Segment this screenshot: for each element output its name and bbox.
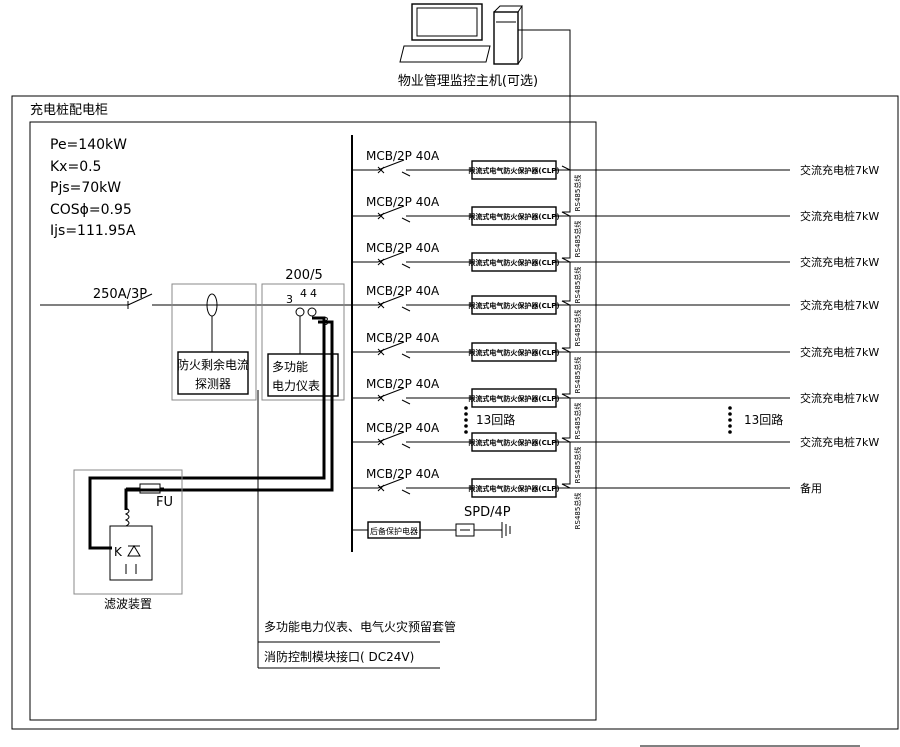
filter-title: 滤波装置 [104,597,152,611]
computer-tower [493,11,519,65]
param-kx: Kx=0.5 [50,159,101,175]
monitor-host-computer: 物业管理监控主机(可选) [398,3,571,170]
meter-label-line2: 电力仪表 [272,379,320,393]
breaker-trip-icon [401,217,411,223]
breaker-x-icon [377,348,385,356]
clp-protector-label: 限流式电气防火保护器(CLP) [468,166,559,175]
breaker-trip-icon [401,171,411,177]
param-pjs: Pjs=70kW [50,180,121,196]
ct-ratio-label: 200/5 [285,268,322,283]
clp-protector-label: 限流式电气防火保护器(CLP) [468,484,559,493]
branch-breaker-label: MCB/2P 40A [366,241,440,255]
branch-load-label: 交流充电桩7kW [800,163,879,177]
loop-indicator-left: 13回路 [464,406,515,434]
branch-load-label: 交流充电桩7kW [800,345,879,359]
breaker-x-icon [377,166,385,174]
breaker-trip-icon [401,399,411,405]
branch-breaker-label: MCB/2P 40A [366,149,440,163]
breaker-x-icon [377,212,385,220]
breaker-trip-icon [401,306,411,312]
clp-protector-label: 限流式电气防火保护器(CLP) [468,212,559,221]
filter-device: FU K 滤波装置 [73,469,183,611]
rs485-bus-label: RS485总线 [573,447,582,484]
cabinet-outer-frame [11,95,899,730]
rs485-bus-label: RS485总线 [573,310,582,347]
keyboard [399,45,491,63]
fuse-label: FU [156,495,173,510]
spd-label: SPD/4P [464,505,511,520]
param-cos: COSϕ=0.95 [50,202,132,218]
clp-protector-label: 限流式电气防火保护器(CLP) [468,258,559,267]
rs485-bus-label: RS485总线 [573,403,582,440]
breaker-x-icon [377,438,385,446]
filter-wire-1 [88,316,326,550]
cabinet-inner-frame [29,121,597,721]
main-breaker-label: 250A/3P [93,287,147,302]
branch-load-label: 交流充电桩7kW [800,435,879,449]
note-1: 多功能电力仪表、电气火灾预留套管 [264,619,456,634]
branch-load-label: 备用 [800,481,822,495]
breaker-x-icon [377,484,385,492]
ct-terminal-4b: 4 [310,287,317,300]
loop-count-right: 13回路 [744,412,783,427]
filter-k-label: K [114,545,123,559]
surge-protection: 后备保护电器 SPD/4P [352,505,511,539]
load-parameters: Pe=140kW Kx=0.5 Pjs=70kW COSϕ=0.95 Ijs=1… [50,137,136,239]
notes: 多功能电力仪表、电气火灾预留套管 消防控制模块接口( DC24V) [258,619,456,669]
branch-breaker-label: MCB/2P 40A [366,421,440,435]
param-pe: Pe=140kW [50,137,127,153]
rs485-bus-label: RS485总线 [573,493,582,530]
breaker-x-icon [377,258,385,266]
branch-breaker-label: MCB/2P 40A [366,284,440,298]
clp-protector-label: 限流式电气防火保护器(CLP) [468,438,559,447]
rs485-bus-line [561,165,571,489]
clp-protector-label: 限流式电气防火保护器(CLP) [468,394,559,403]
cabinet-title: 充电桩配电柜 [30,102,108,118]
ct-terminal-4a: 4 [300,287,307,300]
branch-breaker-label: MCB/2P 40A [366,331,440,345]
ct-coil-icon [307,307,317,317]
breaker-trip-icon [401,489,411,495]
monitor-host-label: 物业管理监控主机(可选) [398,74,538,89]
rcd-detector: 防火剩余电流 探测器 [171,283,257,401]
inductor-icon [124,507,130,527]
rcd-label-line1: 防火剩余电流 [177,357,249,372]
param-ijs: Ijs=111.95A [50,223,136,239]
breaker-trip-icon [401,443,411,449]
branch-load-label: 交流充电桩7kW [800,298,879,312]
breaker-trip-icon [401,353,411,359]
branch-load-label: 交流充电桩7kW [800,391,879,405]
monitor-screen [411,3,483,41]
clp-protector-label: 限流式电气防火保护器(CLP) [468,348,559,357]
branch-breaker-label: MCB/2P 40A [366,195,440,209]
ct-coil-icon [295,307,305,317]
rs485-bus-label: RS485总线 [573,357,582,394]
clp-protector-label: 限流式电气防火保护器(CLP) [468,301,559,310]
branch-load-label: 交流充电桩7kW [800,209,879,223]
loop-count-left: 13回路 [476,412,515,427]
backup-protector-label: 后备保护电器 [370,526,418,536]
branch-breaker-label: MCB/2P 40A [366,377,440,391]
ct-terminal-3a: 3 [286,293,293,306]
branch-load-label: 交流充电桩7kW [800,255,879,269]
breaker-x-icon [377,394,385,402]
loop-indicator-right: 13回路 [728,406,783,434]
main-incoming-line: 250A/3P [40,287,352,309]
main-breaker-contact [127,293,153,306]
diode-icon [127,545,141,557]
branch-circuits: MCB/2P 40A 限流式电气防火保护器(CLP) 交流充电桩7kW MCB/2P … [352,149,879,529]
breaker-x-icon [377,301,385,309]
rs485-bus-label: RS485总线 [573,175,582,212]
rs485-bus-label: RS485总线 [573,221,582,258]
meter-label-line1: 多功能 [272,360,308,374]
rcd-label-line2: 探测器 [195,377,231,391]
rs485-bus-label: RS485总线 [573,267,582,304]
filter-wire-2 [124,320,334,510]
note-2: 消防控制模块接口( DC24V) [264,649,414,664]
monitor-cable [518,29,571,170]
breaker-trip-icon [401,263,411,269]
branch-breaker-label: MCB/2P 40A [366,467,440,481]
